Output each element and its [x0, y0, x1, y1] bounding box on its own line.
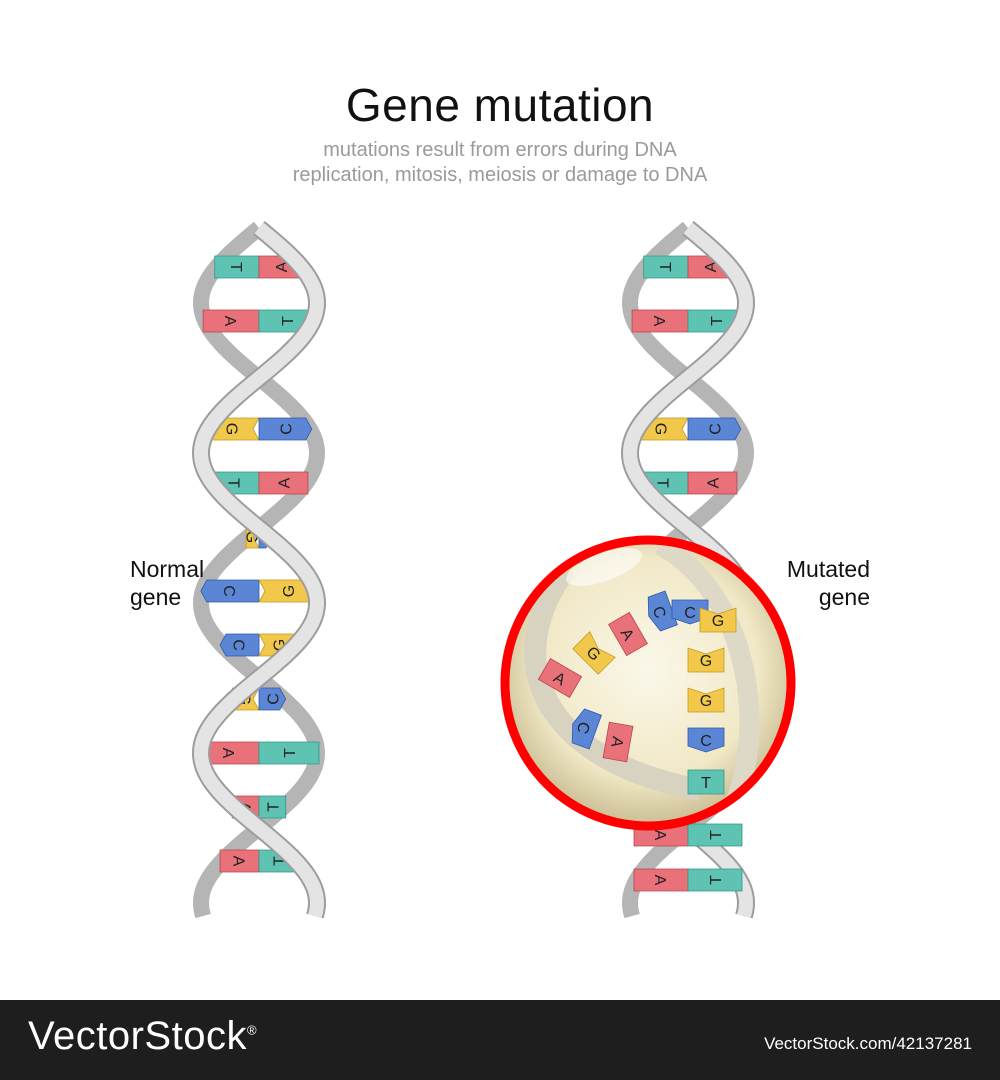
mutated-gene-label-line1: Mutated [786, 556, 870, 582]
base-letter-C: C [649, 604, 669, 621]
base-letter-A: A [651, 830, 668, 841]
page-title: Gene mutation [345, 79, 655, 131]
base-G [687, 687, 725, 713]
base-C [219, 633, 260, 657]
base-letter-A: A [607, 735, 626, 749]
base-letter-T: T [227, 262, 244, 272]
base-A [608, 611, 648, 657]
subtitle-line-2: replication, mitosis, meiosis or damage … [292, 164, 708, 186]
magnified-base: A [537, 658, 583, 698]
magnified-base: G [687, 687, 725, 713]
base-C [200, 579, 260, 603]
magnified-base: C [671, 599, 709, 625]
base-C [671, 599, 709, 625]
base-C [258, 687, 287, 711]
base-letter-T: T [709, 316, 726, 326]
base-letter-T: T [708, 875, 725, 885]
magnified-backbone [524, 563, 703, 801]
base-letter-C: C [220, 585, 237, 597]
base-G [687, 647, 725, 673]
vectorstock-logo: VectorStock® [28, 1014, 258, 1058]
base-T [687, 823, 743, 847]
base-C [258, 417, 313, 441]
base-letter-T: T [701, 775, 711, 792]
base-letter-C: C [700, 733, 712, 750]
base-letter-A: A [276, 477, 293, 488]
magnified-base: C [687, 727, 725, 753]
base-G [572, 631, 616, 675]
base-A [687, 471, 738, 495]
magnified-base: G [687, 647, 725, 673]
file-id: VectorStock.com/42137281 [764, 1034, 972, 1053]
base-letter-T: T [708, 830, 725, 840]
mutated-gene-label-line2: gene [818, 584, 870, 610]
footer-bar: VectorStock® VectorStock.com/42137281 [0, 1000, 1000, 1080]
mutated-gene-label: Mutated gene [760, 555, 870, 611]
base-C [687, 417, 742, 441]
base-A [258, 471, 309, 495]
base-letter-A: A [703, 261, 720, 272]
magnified-base: T [687, 769, 725, 795]
base-letter-A: A [650, 316, 667, 327]
base-T [687, 769, 725, 795]
base-letter-A: A [221, 316, 238, 327]
magnified-base: C [571, 708, 602, 750]
base-letter-G: G [223, 423, 240, 435]
magnified-base: G [699, 607, 737, 633]
base-letter-T: T [271, 856, 288, 866]
base-letter-A: A [230, 856, 247, 867]
base-letter-T: T [265, 802, 282, 812]
base-letter-A: A [705, 477, 722, 488]
diagram-stage: Gene mutation mutations result from erro… [130, 79, 870, 919]
base-letter-G: G [700, 693, 712, 710]
base-letter-C: C [684, 605, 696, 622]
base-T [687, 868, 743, 892]
base-letter-A: A [651, 875, 668, 886]
base-letter-G: G [281, 585, 298, 597]
base-letter-G: G [652, 423, 669, 435]
magnified-base: A [608, 611, 648, 657]
base-letter-A: A [219, 748, 236, 759]
base-letter-G: G [700, 653, 712, 670]
normal-gene-label: Normal gene [130, 555, 204, 611]
magnified-base: G [572, 631, 616, 675]
magnifier-ring [500, 535, 796, 831]
backbone-strand-front [193, 222, 325, 918]
base-letter-T: T [280, 316, 297, 326]
base-letter-C: C [573, 719, 593, 736]
base-A [537, 658, 583, 698]
base-letter-C: C [707, 423, 724, 435]
base-C [687, 727, 725, 753]
base-letter-T: T [656, 262, 673, 272]
base-letter-C: C [265, 693, 282, 705]
base-T [258, 795, 287, 819]
base-letter-T: T [654, 478, 671, 488]
base-letter-A: A [274, 261, 291, 272]
magnified-base: A [602, 721, 634, 763]
base-letter-G: G [712, 613, 724, 630]
base-letter-T: T [225, 478, 242, 488]
base-letter-T: T [282, 748, 299, 758]
backbone-strand-back [192, 221, 326, 919]
base-A [602, 721, 634, 763]
base-T [258, 741, 320, 765]
base-C [571, 708, 602, 750]
base-G [699, 607, 737, 633]
subtitle-line-1: mutations result from errors during DNA [323, 139, 677, 161]
normal-gene-label-line2: gene [130, 584, 182, 610]
normal-gene-label-line1: Normal [130, 556, 205, 582]
base-letter-C: C [230, 639, 247, 651]
base-letter-C: C [278, 423, 295, 435]
